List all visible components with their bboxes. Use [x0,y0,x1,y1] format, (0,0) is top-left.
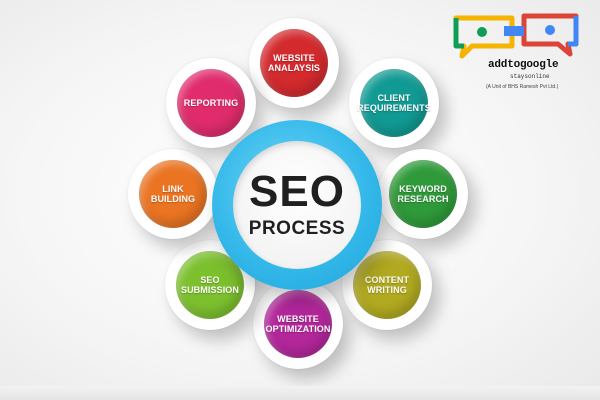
petal-content-writing: CONTENT WRITING [342,240,432,330]
chat-bubbles-icon [453,13,579,59]
petal-website-optimization: WEBSITE OPTIMIZATION [253,279,343,369]
hub-center: SEO PROCESS [233,141,361,269]
petal-label: REPORTING [183,98,239,108]
petal-website-analysis: WEBSITE ANALAYSIS [249,18,339,108]
petal-label: KEYWORD RESEARCH [397,184,449,204]
petal-label: CONTENT WRITING [364,275,410,295]
bottom-band [0,386,600,400]
petal-circle: CONTENT WRITING [353,251,421,319]
petal-label: WEBSITE OPTIMIZATION [265,314,331,334]
petal-link-building: LINK BUILDING [128,149,218,239]
addtogoogle-logo: addtogoogle staysonline (A Unit of BHS R… [452,10,594,96]
petal-label: WEBSITE ANALAYSIS [267,53,321,73]
petal-client-requirements: CLIENT REQUIREMENTS [349,58,439,148]
logo-brand-name: addtogoogle [488,59,559,71]
petal-circle: WEBSITE OPTIMIZATION [264,290,332,358]
petal-circle: KEYWORD RESEARCH [389,160,457,228]
petal-circle: SEO SUBMISSION [176,251,244,319]
logo-subtitle: (A Unit of BHS Ramesh Pvt Ltd.) [486,84,559,90]
petal-label: LINK BUILDING [150,184,196,204]
petal-circle: CLIENT REQUIREMENTS [357,69,431,137]
petal-circle: LINK BUILDING [139,160,207,228]
petal-keyword-research: KEYWORD RESEARCH [378,149,468,239]
hub-title: SEO [249,167,345,216]
petal-circle: WEBSITE ANALAYSIS [260,29,328,97]
petal-label: CLIENT REQUIREMENTS [357,93,431,113]
petal-reporting: REPORTING [166,58,256,148]
hub-subtitle: PROCESS [248,218,346,239]
petal-label: SEO SUBMISSION [180,275,239,295]
hub-ring: SEO PROCESS [212,120,382,290]
logo-tagline: staysonline [510,73,550,80]
petal-circle: REPORTING [177,69,245,137]
